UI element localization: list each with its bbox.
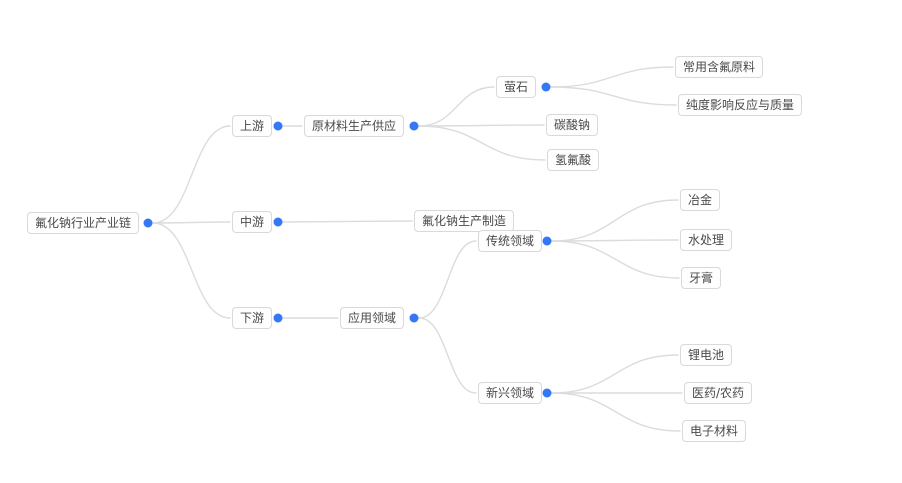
node-root[interactable]: 氟化钠行业产业链 [27, 212, 140, 234]
collapse-dot-raw-material[interactable] [409, 121, 419, 131]
edge-midstream-manufacturing [282, 220, 413, 223]
collapse-dot-fluorite[interactable] [541, 82, 551, 92]
edge-emerging-lithium-battery [551, 354, 679, 394]
node-traditional-fields[interactable]: 传统领域 [478, 230, 543, 252]
edge-raw-material-hydrofluoric-acid [418, 125, 546, 161]
collapse-dot-traditional[interactable] [542, 236, 552, 246]
edge-raw-material-soda-ash [418, 124, 545, 127]
edge-traditional-toothpaste [551, 240, 680, 279]
edge-application-emerging [418, 317, 477, 394]
collapse-dot-upstream[interactable] [273, 121, 283, 131]
edge-emerging-electronic-materials [551, 392, 681, 432]
edge-root-downstream [152, 222, 231, 319]
edge-traditional-water-treatment [551, 239, 679, 242]
node-metallurgy[interactable]: 冶金 [680, 189, 721, 211]
node-downstream[interactable]: 下游 [232, 307, 273, 329]
collapse-dot-application[interactable] [409, 313, 419, 323]
node-hydrofluoric-acid[interactable]: 氢氟酸 [547, 149, 600, 171]
collapse-dot-emerging[interactable] [542, 388, 552, 398]
node-midstream[interactable]: 中游 [232, 211, 273, 233]
edge-application-traditional [418, 240, 477, 319]
node-common-fluorine-material[interactable]: 常用含氟原料 [675, 56, 764, 78]
collapse-dot-downstream[interactable] [273, 313, 283, 323]
node-naf-manufacturing[interactable]: 氟化钠生产制造 [414, 210, 515, 232]
node-fluorite[interactable]: 萤石 [496, 76, 537, 98]
edge-fluorite-common-material [550, 66, 674, 88]
collapse-dot-midstream[interactable] [273, 217, 283, 227]
edge-traditional-metallurgy [551, 199, 679, 242]
node-soda-ash[interactable]: 碳酸钠 [546, 114, 599, 136]
node-electronic-materials[interactable]: 电子材料 [682, 420, 747, 442]
edge-fluorite-purity [550, 86, 677, 106]
edge-root-upstream [152, 125, 231, 224]
node-water-treatment[interactable]: 水处理 [680, 229, 733, 251]
edge-raw-material-fluorite [418, 86, 495, 127]
node-emerging-fields[interactable]: 新兴领域 [478, 382, 543, 404]
node-application-fields[interactable]: 应用领域 [340, 307, 405, 329]
collapse-dot-root[interactable] [143, 218, 153, 228]
node-purity-quality[interactable]: 纯度影响反应与质量 [678, 94, 803, 116]
node-upstream[interactable]: 上游 [232, 115, 273, 137]
node-raw-material-supply[interactable]: 原材料生产供应 [304, 115, 405, 137]
node-toothpaste[interactable]: 牙膏 [681, 267, 722, 289]
node-pharma-pesticide[interactable]: 医药/农药 [684, 382, 753, 404]
edge-root-midstream [152, 221, 231, 224]
node-lithium-battery[interactable]: 锂电池 [680, 344, 733, 366]
